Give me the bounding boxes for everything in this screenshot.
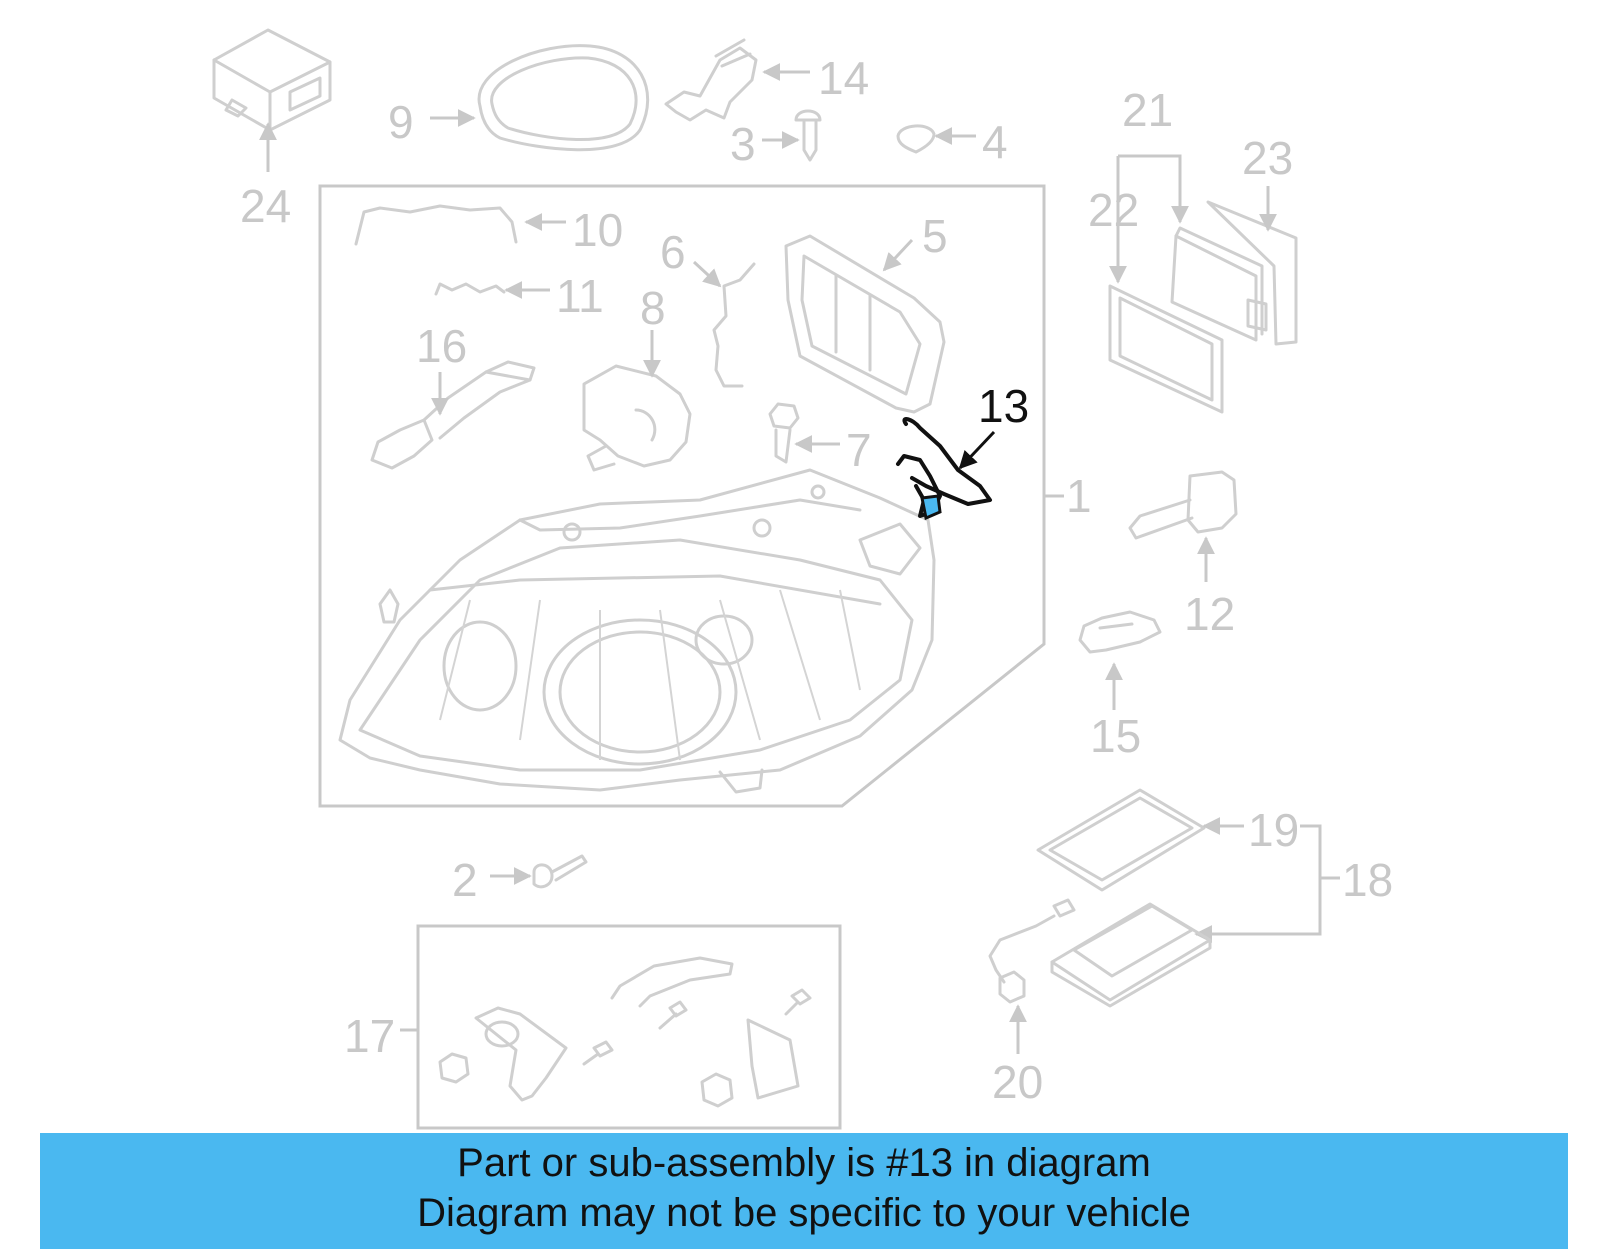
callout-21: 21 [1122,84,1173,136]
part-3-screw [794,109,822,162]
part-2-screw [532,854,588,889]
part-14-bulb [664,38,758,122]
info-banner: Part or sub-assembly is #13 in diagram D… [40,1133,1568,1249]
part-20-igniter-cable [988,898,1076,1004]
headlamp-housing [338,468,936,794]
callout-6: 6 [660,226,686,278]
part-15-small-bulb [1078,610,1162,654]
leader-18-bracket [1210,824,1322,936]
callout-13: 13 [978,380,1029,432]
callout-19: 19 [1248,804,1299,856]
part-8-leveling-motor [582,364,692,472]
banner-part-reference: Part or sub-assembly is #13 in diagram [457,1141,1151,1185]
part-22-filter-frame [1108,284,1224,414]
part-7-bolt [768,402,800,464]
callout-7: 7 [846,424,872,476]
callout-20: 20 [992,1056,1043,1108]
part-19-cover-plate [1036,788,1206,892]
part-12-hid-bulb [1128,470,1238,540]
part-11-seal [434,282,506,296]
callout-22: 22 [1088,184,1139,236]
part-16-bulb-socket [370,360,536,470]
leader-13 [958,430,996,470]
banner-disclaimer: Diagram may not be specific to your vehi… [417,1191,1191,1235]
headlamp-assembly-frame [318,184,1046,808]
part-6-wire [712,262,756,388]
callout-10: 10 [572,204,623,256]
callout-8: 8 [640,282,666,334]
callout-17: 17 [344,1010,395,1062]
part-24-control-module [212,28,332,132]
callout-12: 12 [1184,588,1235,640]
leader-5 [882,238,914,272]
part-13-connector-highlight [920,494,942,521]
callout-18: 18 [1342,854,1393,906]
callout-3: 3 [730,118,756,170]
part-18-ballast-unit [1050,902,1212,1008]
part-17-brackets-and-screws [438,956,812,1108]
callout-14: 14 [818,52,869,104]
callout-24: 24 [240,180,291,232]
callout-2: 2 [452,854,478,906]
callout-5: 5 [922,210,948,262]
part-5-cover [784,234,946,414]
part-21-23-filter-stack [1170,200,1298,346]
part-9-seal-ring [477,44,650,152]
part-10-seal-strip [354,204,518,246]
part-13-wiring-harness [896,417,992,521]
callout-4: 4 [982,116,1008,168]
callout-1: 1 [1066,470,1092,522]
callout-11: 11 [556,270,604,322]
part-4-clip [896,124,936,154]
callout-16: 16 [416,320,467,372]
part-17-repair-kit-box [416,924,842,1130]
leader-6 [692,260,722,288]
callout-15: 15 [1090,710,1141,762]
callout-9: 9 [388,96,414,148]
callout-23: 23 [1242,132,1293,184]
